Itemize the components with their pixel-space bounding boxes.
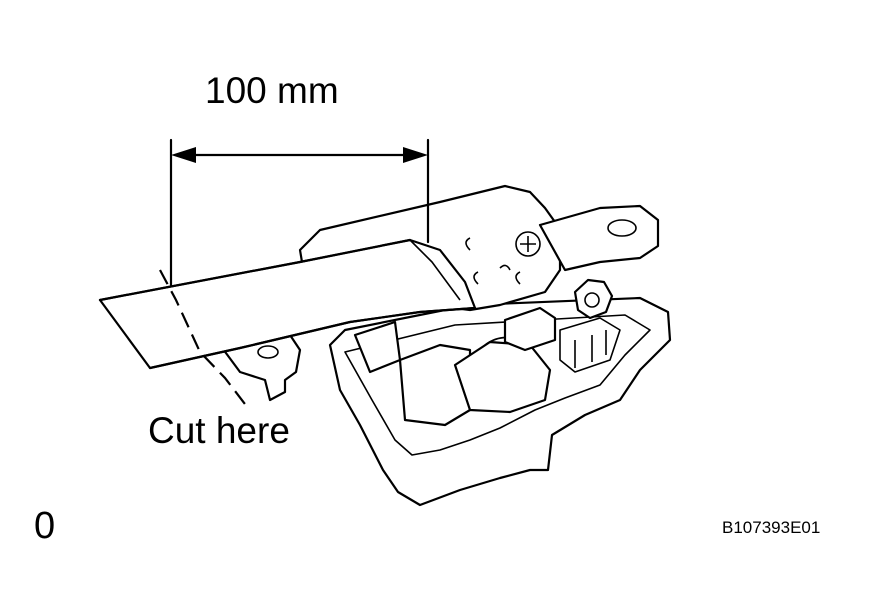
corner-mark: 0: [34, 505, 56, 547]
housing-assembly: [298, 184, 672, 507]
cut-here-label: Cut here: [148, 410, 290, 451]
figure-code: B107393E01: [722, 518, 821, 537]
dimension-label: 100 mm: [205, 70, 339, 111]
dimension-arrow: [169, 138, 430, 287]
